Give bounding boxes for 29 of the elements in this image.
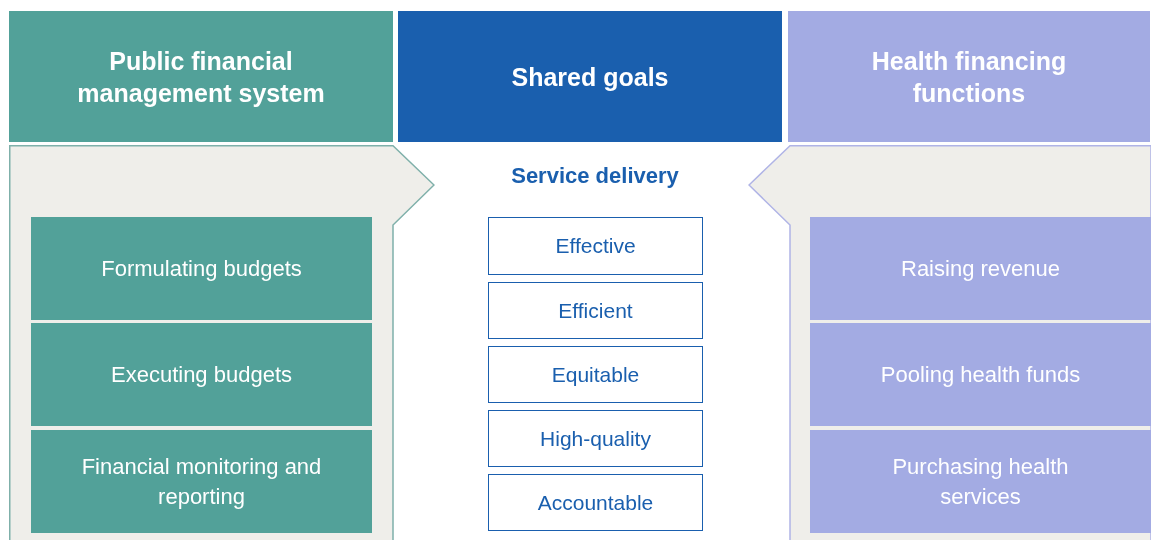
box-text: Purchasing health services bbox=[891, 452, 1070, 511]
box-text: Equitable bbox=[551, 362, 640, 387]
function-box bbox=[31, 430, 372, 533]
section-heading: Service delivery bbox=[510, 163, 680, 189]
box-text: Raising revenue bbox=[901, 254, 1060, 283]
header-box bbox=[788, 11, 1150, 142]
box-text: Efficient bbox=[558, 298, 633, 323]
function-box bbox=[31, 323, 372, 426]
function-box bbox=[31, 217, 372, 320]
box-text: Effective bbox=[555, 234, 636, 258]
function-box bbox=[810, 217, 1151, 320]
goal-box bbox=[488, 282, 703, 339]
header-text: Health financing functions bbox=[870, 45, 1068, 109]
box-text: Pooling health funds bbox=[880, 360, 1081, 389]
header-box bbox=[9, 11, 393, 142]
box-text: High-quality bbox=[540, 426, 651, 451]
box-text: Accountable bbox=[537, 490, 654, 515]
goal-box bbox=[488, 410, 703, 467]
function-box bbox=[810, 323, 1151, 426]
header-box bbox=[398, 11, 782, 142]
goal-box bbox=[488, 217, 703, 275]
goal-box bbox=[488, 474, 703, 531]
box-text: Executing budgets bbox=[111, 360, 292, 389]
header-text: Public financial management system bbox=[76, 45, 326, 109]
box-text: Financial monitoring and reporting bbox=[80, 452, 323, 511]
function-box bbox=[810, 430, 1151, 533]
box-text: Formulating budgets bbox=[101, 254, 302, 283]
header-text: Shared goals bbox=[511, 61, 669, 93]
goal-box bbox=[488, 346, 703, 403]
